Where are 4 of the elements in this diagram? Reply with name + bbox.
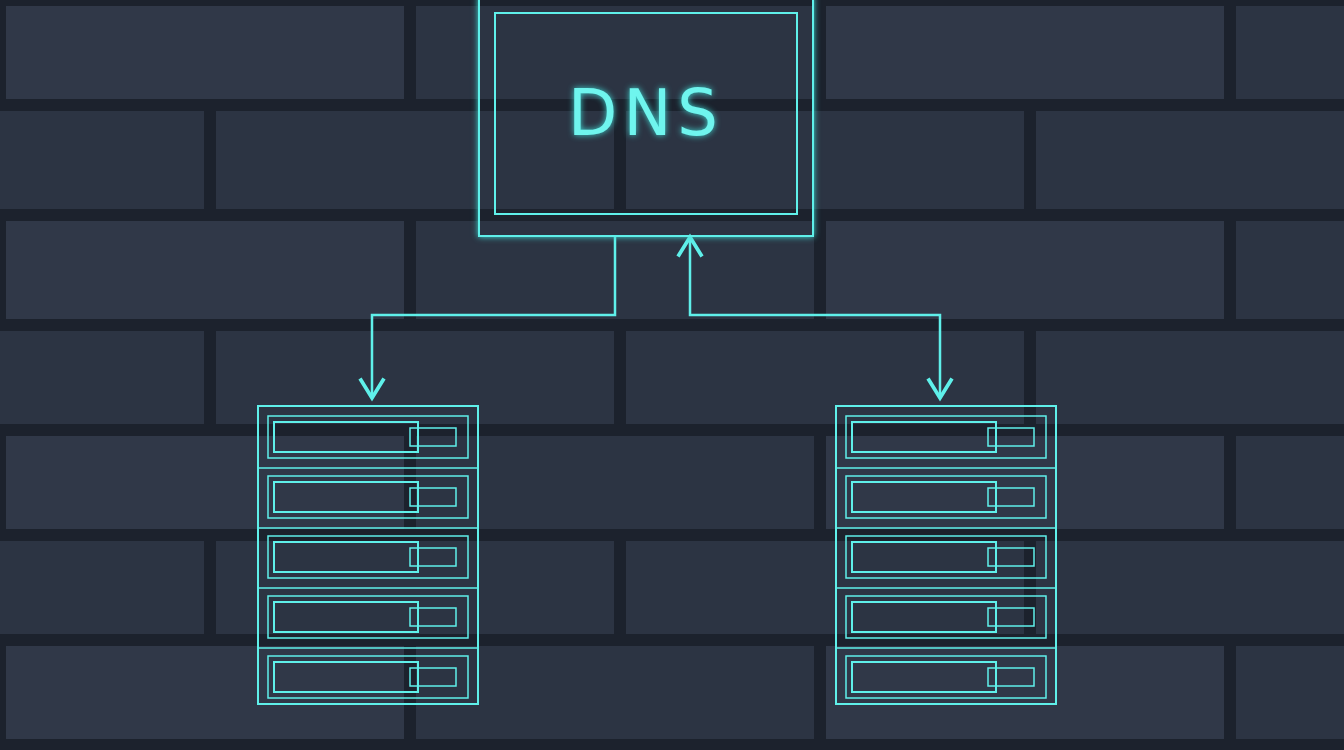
dns-label: DNS [568, 76, 724, 150]
arrow [358, 237, 617, 400]
dns-box [478, 0, 814, 237]
arrow [676, 235, 954, 400]
